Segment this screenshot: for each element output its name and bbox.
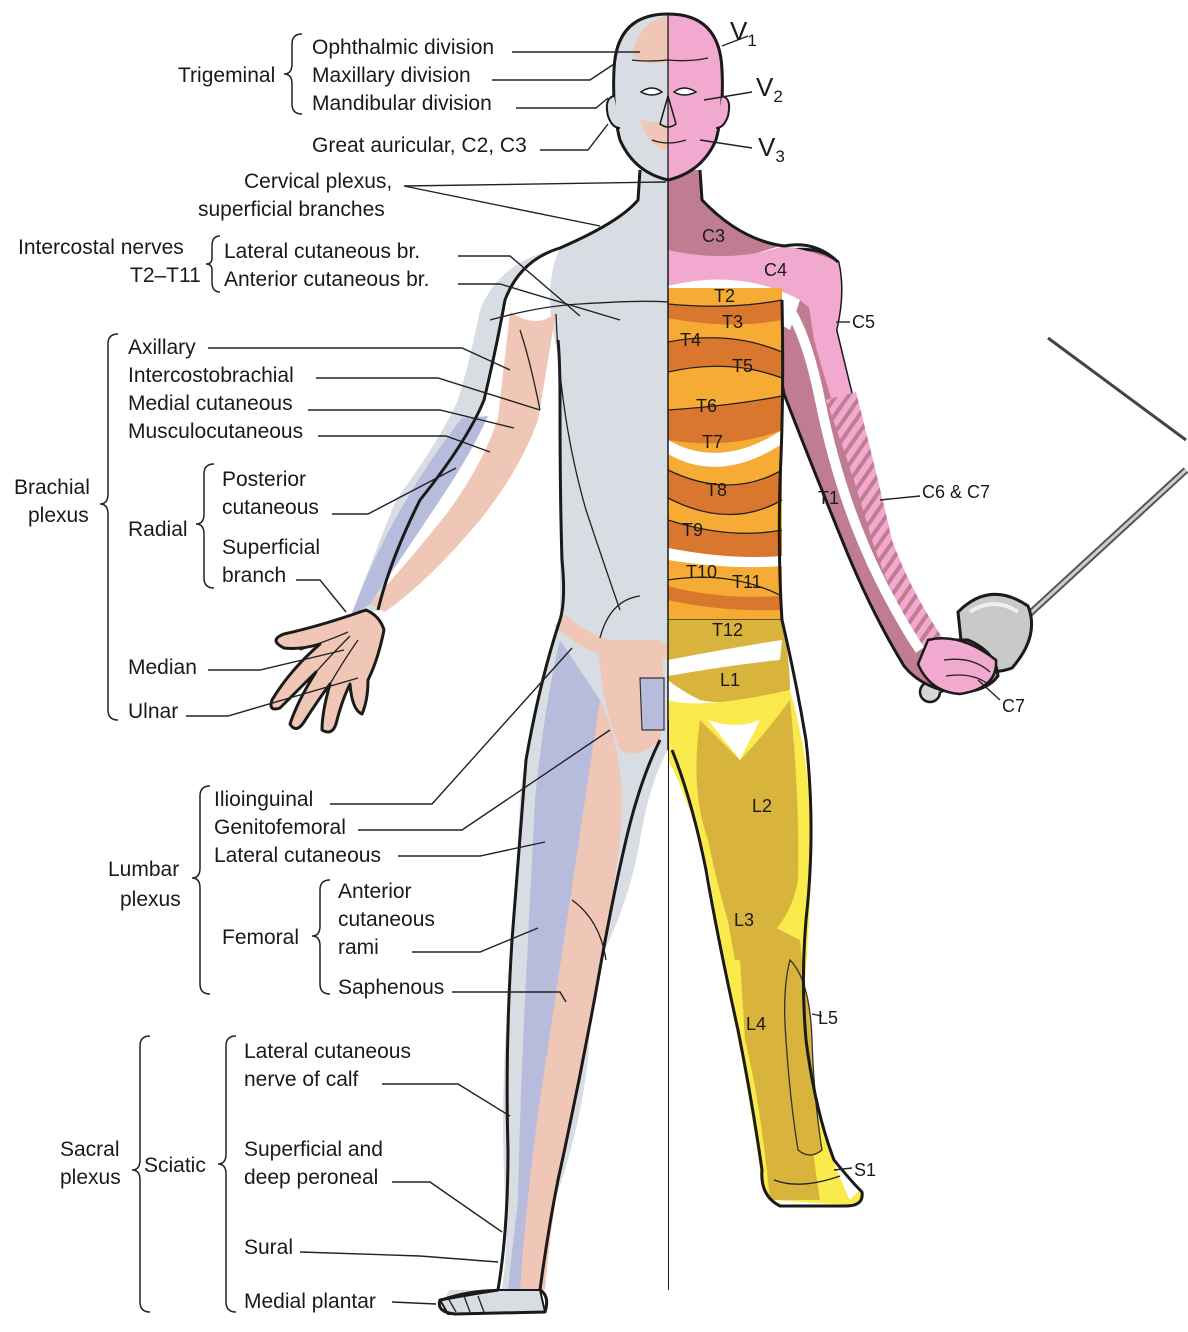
label-cervical-line1: Cervical plexus,: [244, 170, 392, 193]
intercostal-heading-line1: Intercostal nerves: [18, 236, 184, 259]
sciatic-heading: Sciatic: [144, 1154, 206, 1177]
label-v1: V1: [730, 16, 757, 50]
label-anterior-cutaneous-br: Anterior cutaneous br.: [224, 268, 429, 291]
label-ulnar: Ulnar: [128, 700, 178, 723]
label-c6c7: C6 & C7: [922, 482, 990, 502]
group-headings: Trigeminal Intercostal nerves T2–T11 Bra…: [14, 64, 299, 1189]
label-l3: L3: [734, 910, 754, 930]
dermatome-labels: V1 V2 V3 C3 C4 C5 C6 & C7 C7 T1 T2 T3 T4…: [680, 16, 1025, 1180]
label-t11: T11: [732, 572, 762, 592]
label-great-auricular: Great auricular, C2, C3: [312, 134, 527, 157]
label-ophthalmic: Ophthalmic division: [312, 36, 494, 59]
label-lateral-cutaneous-br: Lateral cutaneous br.: [224, 240, 420, 263]
braces: [99, 33, 331, 1313]
brachial-heading-line2: plexus: [28, 504, 89, 527]
label-c5: C5: [852, 312, 875, 332]
label-v3: V3: [758, 132, 785, 166]
label-t5: T5: [732, 356, 753, 376]
label-t9: T9: [682, 520, 703, 540]
nerve-labels: Ophthalmic division Maxillary division M…: [128, 36, 527, 1313]
label-median: Median: [128, 656, 197, 679]
label-intercostobrachial: Intercostobrachial: [128, 364, 294, 387]
label-peroneal-line1: Superficial and: [244, 1138, 383, 1161]
label-musculocutaneous: Musculocutaneous: [128, 420, 303, 443]
label-t6: T6: [696, 396, 717, 416]
leader-lines: [186, 35, 1001, 1305]
label-anterior-line1: Anterior: [338, 880, 412, 903]
label-mandibular: Mandibular division: [312, 92, 492, 115]
label-c7: C7: [1002, 696, 1025, 716]
label-maxillary: Maxillary division: [312, 64, 471, 87]
label-l4: L4: [746, 1014, 766, 1034]
label-saphenous: Saphenous: [338, 976, 444, 999]
label-medial-plantar: Medial plantar: [244, 1290, 376, 1313]
label-l1: L1: [720, 670, 740, 690]
body-left-half: [269, 170, 668, 1316]
label-t2: T2: [714, 286, 735, 306]
sacral-heading-line1: Sacral: [60, 1138, 120, 1161]
label-t3: T3: [722, 312, 743, 332]
brachial-heading-line1: Brachial: [14, 476, 90, 499]
label-superficial-line1: Superficial: [222, 536, 320, 559]
label-s1: S1: [854, 1160, 876, 1180]
label-t10: T10: [686, 562, 717, 582]
body-outline: [376, 169, 864, 1316]
label-anterior-line2: cutaneous: [338, 908, 435, 931]
label-genitofemoral: Genitofemoral: [214, 816, 346, 839]
body-right-half: [668, 170, 864, 1290]
label-anterior-line3: rami: [338, 936, 379, 959]
label-t1: T1: [818, 488, 839, 508]
label-calf-line1: Lateral cutaneous: [244, 1040, 411, 1063]
label-cervical-line2: superficial branches: [198, 198, 385, 221]
lumbar-heading-line1: Lumbar: [108, 858, 179, 881]
label-sural: Sural: [244, 1236, 293, 1259]
label-v2: V2: [756, 72, 783, 106]
label-ilioinguinal: Ilioinguinal: [214, 788, 313, 811]
label-l5: L5: [818, 1008, 838, 1028]
label-calf-line2: nerve of calf: [244, 1068, 359, 1091]
label-t12: T12: [712, 620, 743, 640]
right-arm: [762, 247, 1000, 696]
label-posterior-line1: Posterior: [222, 468, 306, 491]
label-lateral-cutaneous: Lateral cutaneous: [214, 844, 381, 867]
trigeminal-heading: Trigeminal: [178, 64, 275, 87]
label-t8: T8: [706, 480, 727, 500]
label-c3: C3: [702, 226, 725, 246]
label-t4: T4: [680, 330, 701, 350]
label-posterior-line2: cutaneous: [222, 496, 319, 519]
femoral-heading: Femoral: [222, 926, 299, 949]
label-l2: L2: [752, 796, 772, 816]
label-axillary: Axillary: [128, 336, 196, 359]
label-t7: T7: [702, 432, 723, 452]
sacral-heading-line2: plexus: [60, 1166, 121, 1189]
radial-heading: Radial: [128, 518, 188, 541]
lumbar-heading-line2: plexus: [120, 888, 181, 911]
label-medial-cutaneous: Medial cutaneous: [128, 392, 293, 415]
label-peroneal-line2: deep peroneal: [244, 1166, 378, 1189]
label-c4: C4: [764, 260, 787, 280]
head: [605, 12, 731, 182]
intercostal-heading-line2: T2–T11: [130, 264, 201, 287]
label-superficial-line2: branch: [222, 564, 286, 587]
